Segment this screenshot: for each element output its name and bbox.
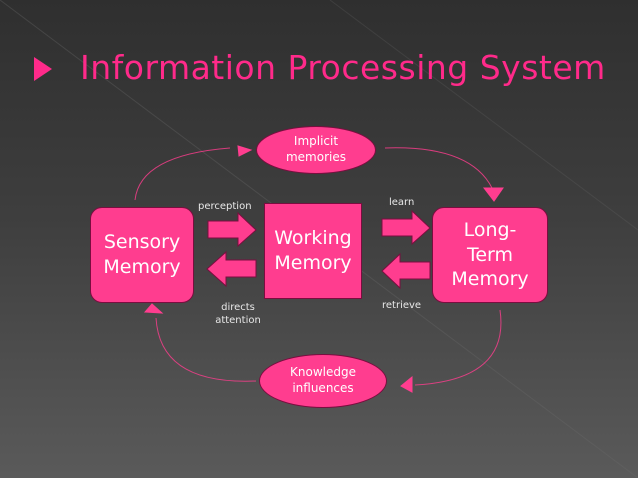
loop-knowledge-to-sensory <box>155 317 257 382</box>
node-long-term-memory: Long- Term Memory <box>432 207 548 303</box>
loop-sensory-to-implicit <box>134 147 231 201</box>
loop-arrowhead-sensory-icon <box>143 303 164 314</box>
node-implicit-line1: Implicit <box>293 134 339 149</box>
node-working-memory: Working Memory <box>264 203 362 299</box>
title-bullet-icon <box>34 57 52 81</box>
arrow-retrieve-icon <box>381 252 431 290</box>
node-knowledge-line1: Knowledge <box>290 365 356 380</box>
node-sensory-line2: Memory <box>103 256 181 278</box>
loop-arrowhead-knowledge-icon <box>400 375 413 393</box>
arrow-perception-icon <box>207 211 257 248</box>
edge-label-retrieve: retrieve <box>382 300 422 311</box>
node-sensory-line1: Sensory <box>103 231 181 254</box>
node-ltm-line2: Term <box>466 243 514 266</box>
arrow-learn-icon <box>381 209 431 246</box>
edge-label-learn: learn <box>389 197 415 208</box>
node-implicit-memories: Implicit memories <box>256 126 376 174</box>
edge-label-attention: attention <box>215 315 261 326</box>
loop-implicit-to-ltm <box>384 147 493 189</box>
loop-arrowhead-ltm-icon <box>482 187 504 202</box>
edge-label-directs-attention: directs attention <box>210 301 266 327</box>
arrow-directs-icon <box>206 250 257 288</box>
loop-ltm-to-knowledge <box>414 309 502 386</box>
slide-title: Information Processing System <box>80 48 606 87</box>
loop-arrowhead-implicit-icon <box>237 145 253 157</box>
node-knowledge-influences: Knowledge influences <box>259 354 387 408</box>
node-ltm-line1: Long- <box>463 218 517 241</box>
node-knowledge-line2: influences <box>292 381 354 395</box>
node-working-line1: Working <box>274 227 352 250</box>
node-working-line2: Memory <box>274 252 352 274</box>
node-ltm-line3: Memory <box>451 268 529 291</box>
edge-label-directs: directs <box>221 302 255 313</box>
node-implicit-line2: memories <box>285 150 346 164</box>
node-sensory-memory: Sensory Memory <box>90 207 194 303</box>
edge-label-perception: perception <box>198 201 252 212</box>
